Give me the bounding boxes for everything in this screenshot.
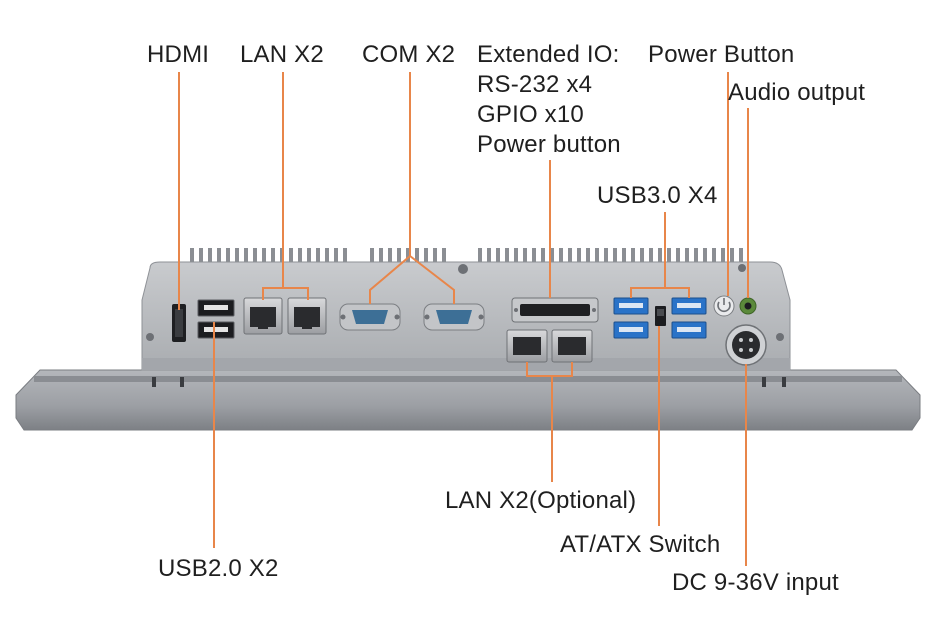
audio-jack-icon [739,297,757,315]
hdmi-port [172,304,186,342]
heatsink-fin [406,248,410,264]
heatsink-fin [298,248,302,264]
heatsink-fin [343,248,347,264]
heatsink-fin [577,248,581,264]
lan-ports-top [243,297,327,335]
heatsink-fin [424,248,428,264]
bezel-edge [34,376,902,382]
heatsink-fin [253,248,257,264]
heatsink-fin [325,248,329,264]
heatsink-fin [703,248,707,264]
label-power-button: Power Button [648,41,795,68]
heatsink-fin [316,248,320,264]
callout-lines [178,72,749,566]
heatsink-fin [649,248,653,264]
heatsink-fin [631,248,635,264]
heatsink-fin [505,248,509,264]
usb2-ports [197,299,235,339]
dc-input-connector [725,324,767,366]
heatsink-fin [640,248,644,264]
screw-right [776,333,784,341]
heatsink-fin [397,248,401,264]
heatsink-fin [532,248,536,264]
heatsink-fin [739,248,743,264]
heatsink-fin [433,248,437,264]
callout-com [369,72,411,304]
heatsink-fin [244,248,248,264]
heatsink-fin [595,248,599,264]
label-lan-optional: LAN X2(Optional) [445,487,637,514]
lan-ports-optional [506,329,593,363]
label-lan-top: LAN X2 [240,41,324,68]
label-usb2: USB2.0 X2 [158,555,279,582]
heatsink-fin [478,248,482,264]
heatsink-fin [613,248,617,264]
heatsink-fin [541,248,545,264]
heatsink-fin [226,248,230,264]
screw-top-right [738,264,746,272]
heatsink-fin [694,248,698,264]
heatsink-fin [676,248,680,264]
label-hdmi: HDMI [147,41,210,68]
heatsink-fin [334,248,338,264]
screw-left [146,333,154,341]
front-bezel [15,369,921,431]
heatsink-fin [190,248,194,264]
label-ext-power-button: Power button [477,131,621,158]
heatsink-fin [586,248,590,264]
heatsink-fin [307,248,311,264]
bezel-notches [152,377,786,387]
heatsink-fin [523,248,527,264]
heatsink-fin [199,248,203,264]
heatsink-fin [217,248,221,264]
heatsink-fin [604,248,608,264]
heatsink-fin [496,248,500,264]
heatsink-fin [289,248,293,264]
com-ports [339,303,485,331]
heatsink-fin [235,248,239,264]
at-atx-switch [655,306,666,326]
heatsink-fin [388,248,392,264]
heatsink-fin [487,248,491,264]
label-at-atx-switch: AT/ATX Switch [560,531,721,558]
callout-lan-optional [526,362,573,377]
heatsink-fin [262,248,266,264]
usb3-ports [613,297,707,339]
heatsink-fin [379,248,383,264]
label-rs232: RS-232 x4 [477,71,593,98]
heatsink-fin [721,248,725,264]
label-dc-input: DC 9-36V input [672,569,839,596]
heatsink-fin [667,248,671,264]
power-button-icon [713,295,735,317]
label-audio-output: Audio output [728,79,866,106]
heatsink-fin [271,248,275,264]
heatsink-fin [685,248,689,264]
screw-top-center [458,264,468,274]
extended-io-connector [511,297,599,323]
label-usb3: USB3.0 X4 [597,182,718,209]
heatsink-fin [730,248,734,264]
heatsink-fin [208,248,212,264]
heatsink-fin [415,248,419,264]
label-extended-io: Extended IO: [477,41,620,68]
heatsink-fin [568,248,572,264]
chassis-lower-band [142,358,790,370]
heatsink-fin [559,248,563,264]
heatsink-fin [712,248,716,264]
heatsink-fin [514,248,518,264]
heatsink-fins [190,248,743,264]
heatsink-fin [550,248,554,264]
heatsink-fin [442,248,446,264]
heatsink-fin [658,248,662,264]
label-com: COM X2 [362,41,456,68]
heatsink-fin [370,248,374,264]
heatsink-fin [622,248,626,264]
label-gpio: GPIO x10 [477,101,584,128]
